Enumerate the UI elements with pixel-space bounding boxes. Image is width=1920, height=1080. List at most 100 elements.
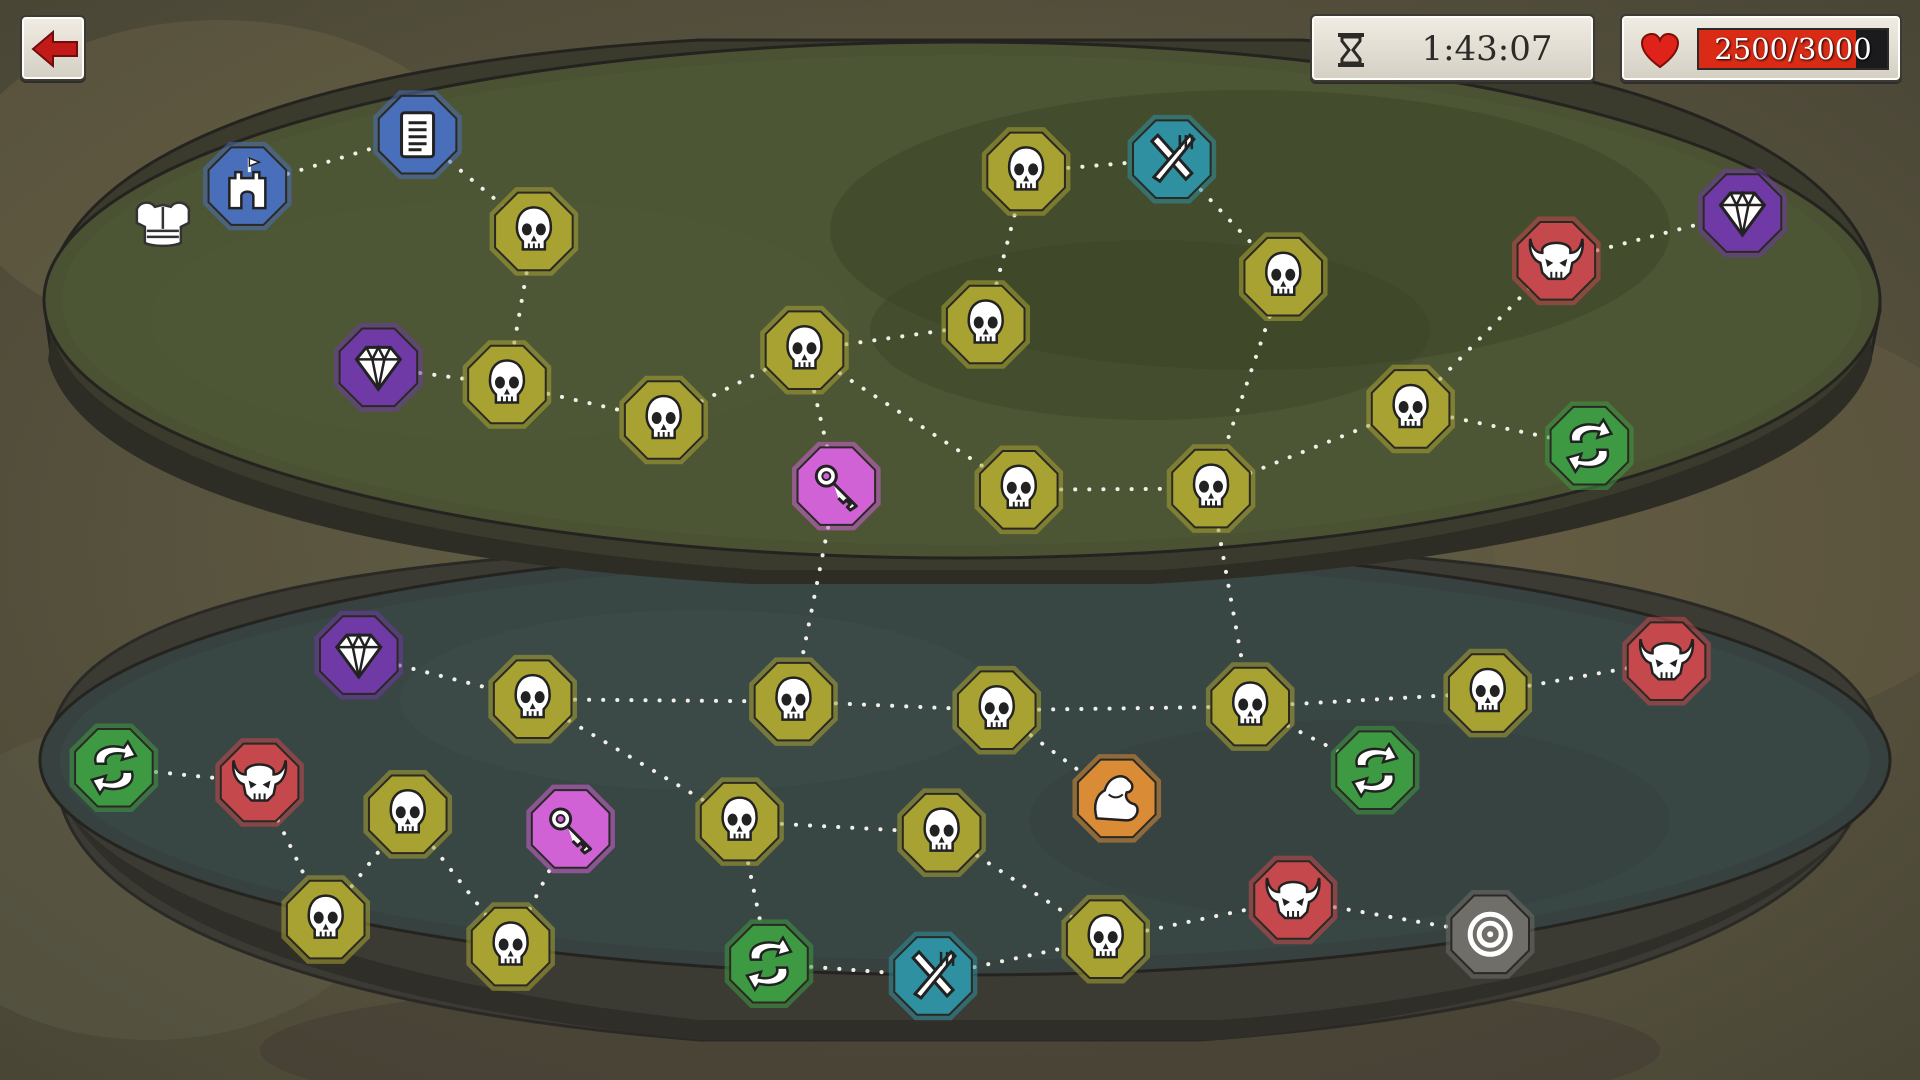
skull-icon [775, 676, 812, 721]
map-node-gem[interactable] [314, 610, 404, 700]
map-node-skull[interactable] [1061, 894, 1151, 984]
flexed-arm-icon [1093, 775, 1139, 822]
horned-skull-icon [1528, 238, 1584, 281]
skull-icon [1469, 667, 1507, 713]
timer-panel: 1:43:07 [1310, 14, 1595, 82]
map-node-rest[interactable] [1127, 114, 1217, 204]
back-arrow-icon [31, 29, 78, 69]
horned-skull-icon [1265, 877, 1321, 920]
health-text: 2500/3000 [1714, 32, 1872, 66]
skull-icon [1007, 146, 1045, 191]
castle-icon [228, 157, 267, 210]
skull-icon [1000, 464, 1038, 510]
map-node-skull[interactable] [489, 187, 579, 276]
map-node-shrine[interactable] [1330, 725, 1420, 815]
map-node-skull[interactable] [1166, 444, 1256, 533]
swap-arrows-icon [745, 935, 793, 993]
target-portal-icon [1467, 911, 1513, 957]
node-base [74, 727, 154, 808]
skull-icon [1192, 463, 1230, 508]
swap-arrows-icon [90, 739, 138, 797]
skull-icon [786, 324, 823, 370]
skull-icon [389, 789, 427, 834]
skull-icon [514, 673, 551, 719]
skull-icon [645, 394, 682, 440]
horned-skull-icon [231, 760, 288, 802]
path-segment [939, 830, 1108, 942]
map-node-skull[interactable] [1238, 232, 1328, 322]
skull-icon [978, 684, 1015, 730]
path-segment [737, 819, 771, 966]
health-bar: 2500/3000 [1697, 28, 1889, 70]
path-segment [1248, 704, 1378, 773]
skull-icon [515, 206, 553, 251]
path-segment [1291, 898, 1493, 937]
map-node-elite[interactable] [1512, 216, 1601, 306]
map-node-shrine[interactable] [69, 723, 159, 813]
map-node-gem[interactable] [1698, 168, 1787, 258]
path-segment [1209, 274, 1286, 491]
map-node-buff[interactable] [1072, 754, 1162, 843]
map-node-skull[interactable] [1366, 364, 1455, 454]
crossed-fork-knife-icon [1149, 132, 1196, 184]
node-base [729, 923, 809, 1004]
map-node-key[interactable] [792, 441, 881, 531]
skull-icon [488, 359, 526, 404]
node-base [1549, 405, 1630, 486]
map-node-skull[interactable] [952, 665, 1042, 755]
map-node-elite[interactable] [1248, 855, 1338, 945]
diamond-icon [1718, 190, 1767, 238]
map-nodes[interactable] [69, 90, 1787, 1021]
skull-icon [967, 299, 1004, 344]
map-node-skull[interactable] [1205, 662, 1295, 751]
map-node-skull[interactable] [619, 375, 708, 465]
map-node-skull[interactable] [695, 777, 784, 866]
diamond-icon [334, 632, 383, 680]
back-button[interactable] [20, 15, 86, 81]
map-node-town[interactable] [203, 141, 292, 231]
map-node-skull[interactable] [1443, 648, 1533, 738]
map-node-boss[interactable] [1445, 889, 1535, 979]
map-node-skull[interactable] [466, 902, 555, 991]
skull-icon [1392, 383, 1429, 429]
map-node-skull[interactable] [363, 769, 453, 859]
skull-icon [492, 921, 529, 966]
swap-arrows-icon [1565, 417, 1614, 475]
map-node-quest[interactable] [373, 90, 462, 179]
path-segment [802, 348, 839, 489]
map-node-rest[interactable] [888, 931, 978, 1021]
chest-armor-icon [135, 201, 191, 248]
horned-skull-icon [1638, 638, 1695, 681]
map-node-skull[interactable] [981, 127, 1071, 216]
key-icon [814, 464, 858, 512]
map-node-armor[interactable] [135, 201, 191, 248]
swap-arrows-icon [1351, 741, 1399, 799]
skull-icon [721, 796, 758, 841]
map-node-skull[interactable] [760, 305, 849, 395]
crossed-fork-knife-icon [910, 949, 958, 1000]
map-node-skull[interactable] [941, 280, 1031, 369]
skull-icon [1231, 681, 1269, 726]
map-node-key[interactable] [526, 784, 615, 874]
timer-text: 1:43:07 [1421, 29, 1553, 69]
health-panel: 2500/3000 [1620, 14, 1902, 82]
map-node-gem[interactable] [334, 323, 423, 412]
map-node-shrine[interactable] [724, 919, 814, 1008]
map-node-skull[interactable] [488, 654, 577, 744]
map-node-skull[interactable] [281, 875, 371, 964]
map-node-shrine[interactable] [1545, 401, 1634, 491]
skull-icon [923, 807, 960, 852]
map-node-skull[interactable] [749, 657, 838, 746]
skull-icon [1087, 913, 1124, 959]
hourglass-icon [1338, 33, 1364, 67]
map-node-skull[interactable] [974, 445, 1064, 535]
scroll-icon [400, 111, 436, 159]
map-node-elite[interactable] [215, 738, 304, 827]
key-icon [549, 807, 593, 855]
map-node-skull[interactable] [897, 788, 986, 877]
map-node-skull[interactable] [462, 340, 552, 429]
diamond-icon [354, 344, 403, 392]
map-node-elite[interactable] [1622, 616, 1711, 706]
health-bar-fill [1699, 30, 1856, 68]
